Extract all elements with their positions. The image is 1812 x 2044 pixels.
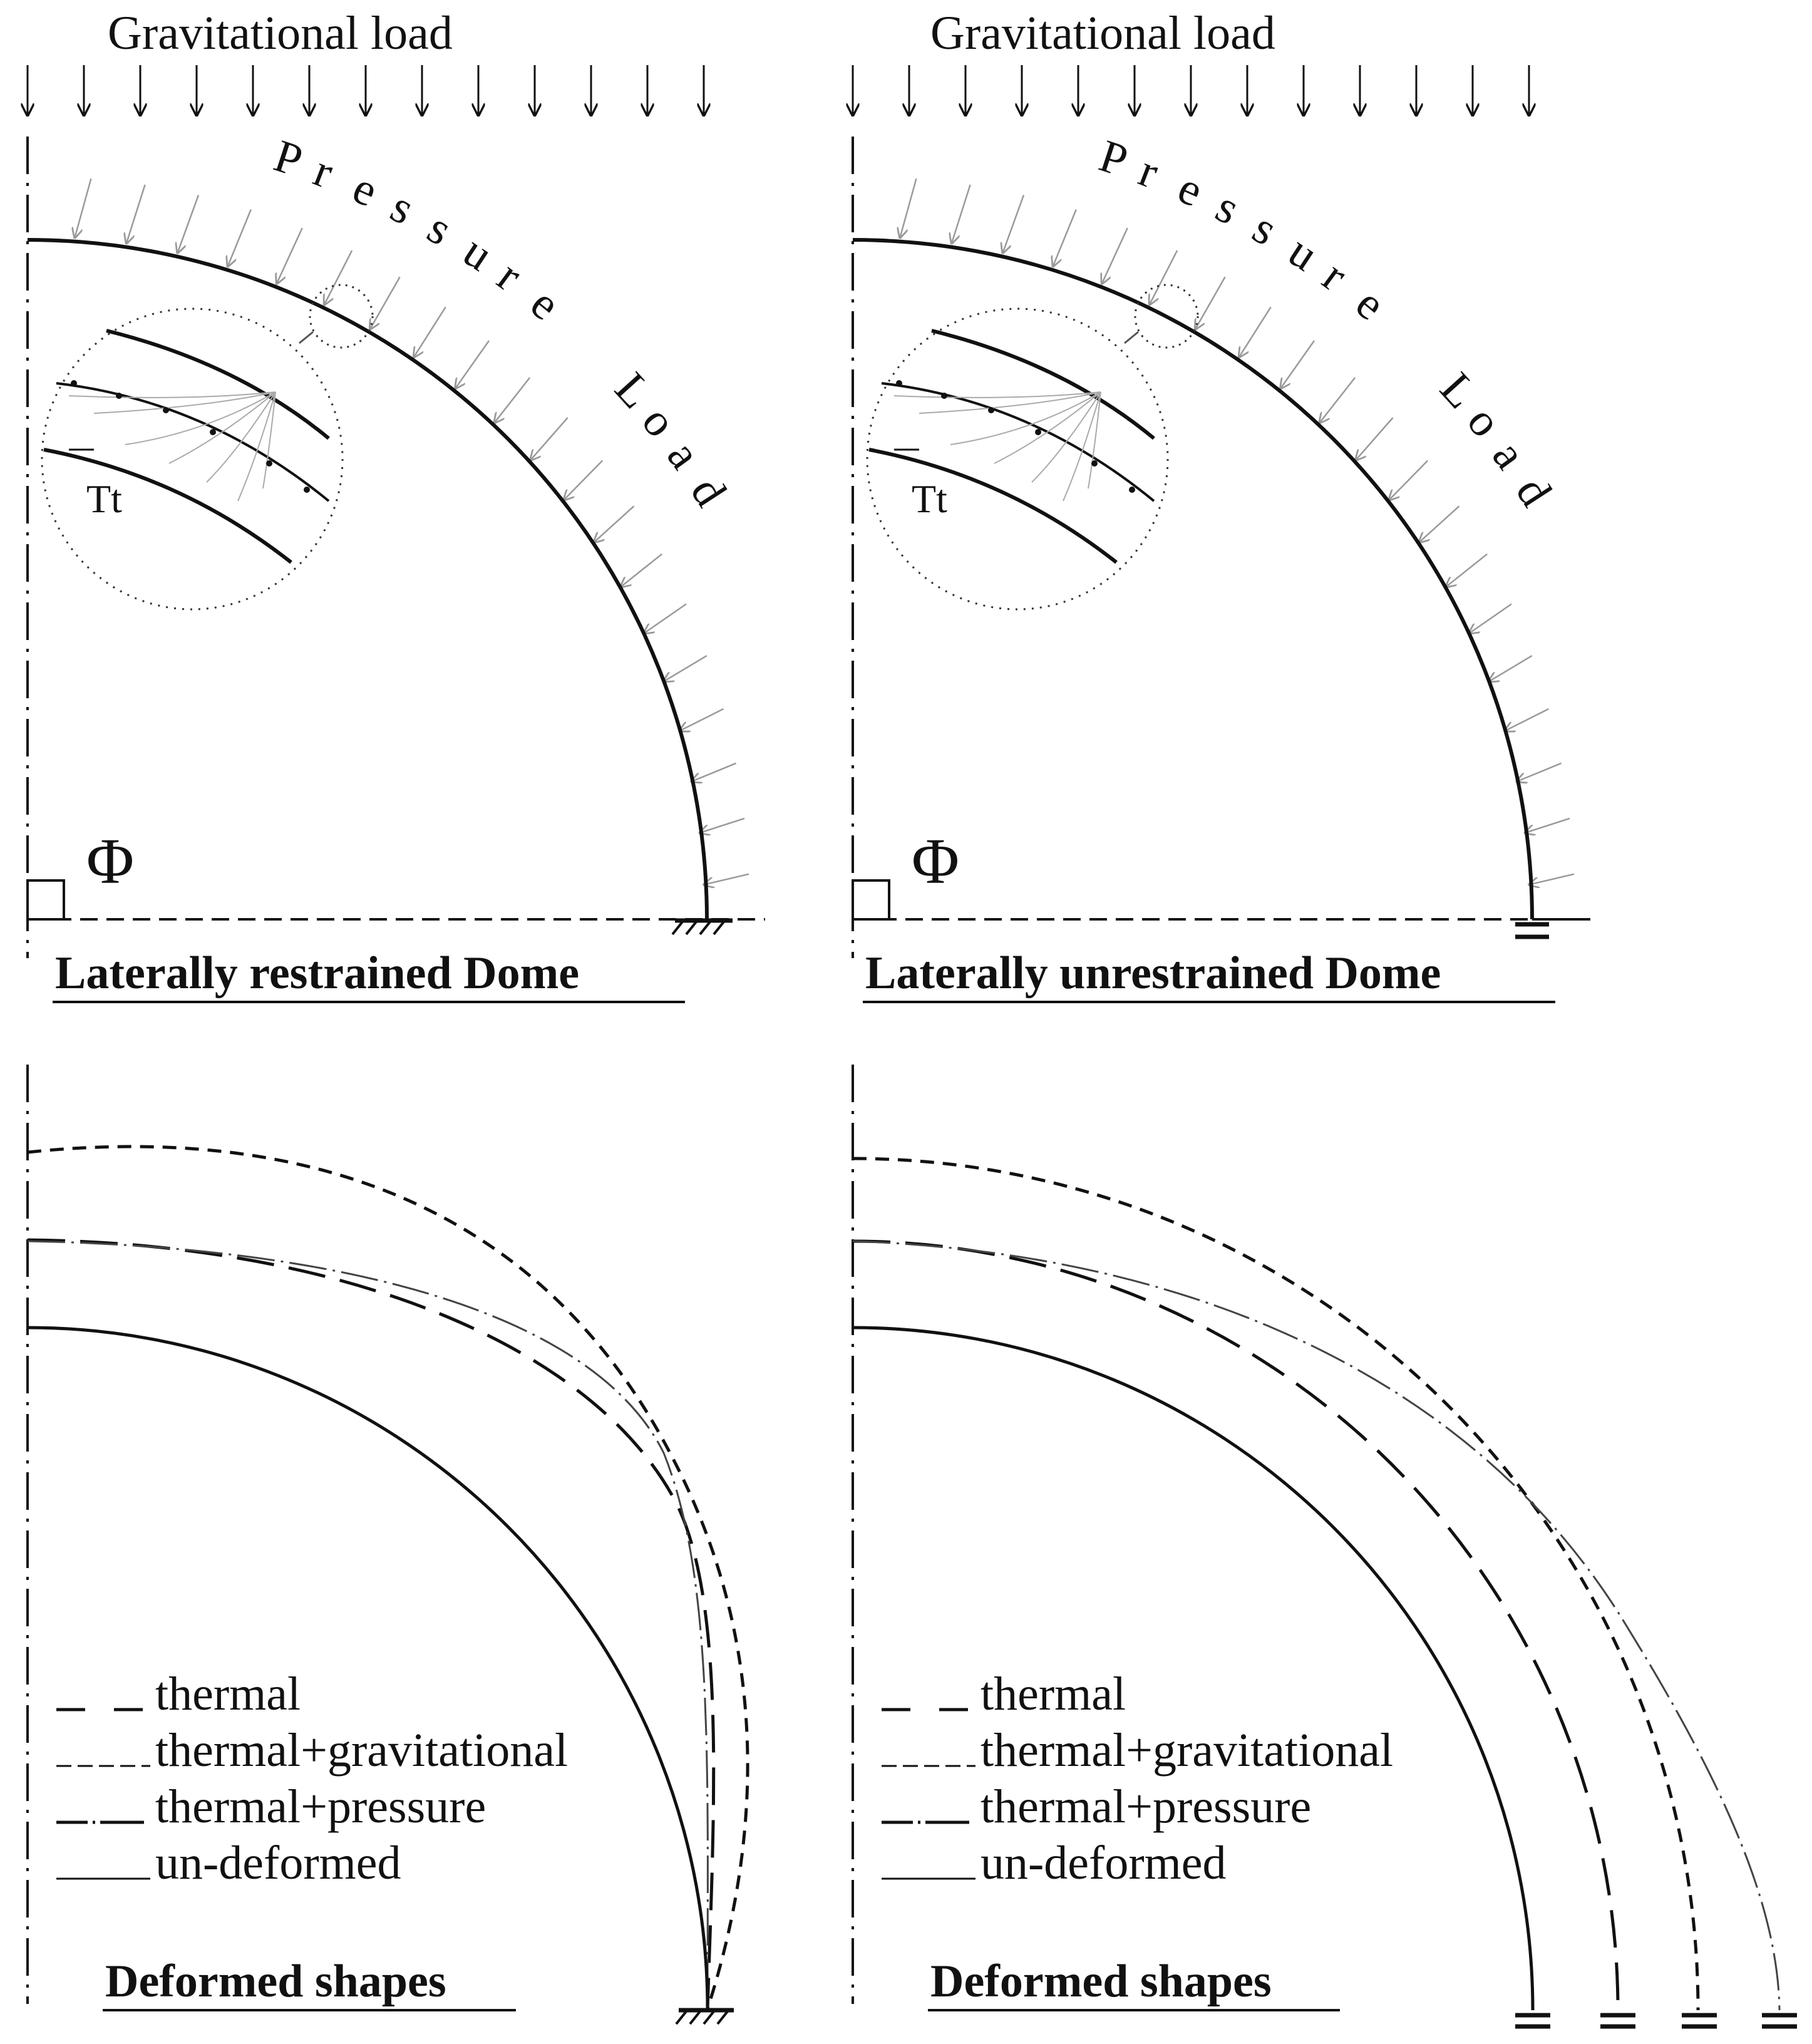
pressure-load-arrows	[900, 178, 1575, 885]
legend-label: thermal+gravitational	[981, 1724, 1393, 1777]
gravitational-load-arrows	[28, 65, 704, 115]
legend-item-thermal: thermal	[56, 1668, 301, 1720]
legend-label: thermal	[981, 1668, 1126, 1720]
pressure-arrow-icon	[679, 708, 724, 731]
pressure-arrow-icon	[75, 178, 92, 237]
pressure-arrow-icon	[664, 655, 708, 681]
legend-item-thermal-pressure: thermal+pressure	[56, 1780, 486, 1833]
pressure-arrow-icon	[414, 306, 446, 357]
thermal-curve	[27, 1238, 716, 2010]
pressure-arrow-icon	[1150, 250, 1178, 304]
panel-heading: Deformed shapes	[930, 1956, 1272, 2007]
legend: thermal thermal+gravitational thermal+pr…	[882, 1668, 1393, 1889]
gravitational-load-label: Gravitational load	[108, 7, 453, 59]
fixed-support-icon	[671, 918, 733, 936]
pressure-arrow-icon	[1320, 377, 1356, 423]
right-angle-mark	[26, 879, 65, 921]
pressure-arrow-icon	[704, 873, 749, 885]
pressure-arrow-icon	[1525, 817, 1570, 833]
pressure-arrow-icon	[1053, 209, 1077, 267]
pressure-arrow-icon	[370, 276, 401, 329]
thermal-gravitational-curve	[27, 1145, 749, 2010]
legend-label: thermal+pressure	[981, 1780, 1311, 1833]
pressure-arrow-icon	[900, 178, 917, 237]
legend-label: un-deformed	[981, 1837, 1227, 1889]
pressure-arrow-icon	[1505, 708, 1549, 731]
pressure-arrow-icon	[228, 209, 252, 267]
dome-arc	[27, 238, 709, 920]
pressure-arrow-icon	[1239, 306, 1272, 357]
thermal-symbol: Tt	[912, 477, 947, 521]
detail-inset: Tt	[866, 284, 1199, 611]
pressure-arrow-icon	[178, 194, 200, 253]
legend-label: thermal	[155, 1668, 301, 1720]
gravitational-load-arrows	[853, 65, 1529, 115]
pressure-arrow-icon	[530, 417, 569, 460]
pressure-arrow-icon	[126, 184, 146, 244]
pressure-arrow-icon	[620, 553, 662, 587]
legend-item-undeformed: un-deformed	[56, 1837, 401, 1889]
pressure-arrow-icon	[1003, 194, 1025, 253]
legend-item-thermal-gravitational: thermal+gravitational	[882, 1724, 1393, 1777]
pressure-load-arrows	[75, 178, 749, 884]
pressure-arrow-icon	[495, 377, 531, 423]
fixed-support-icon	[675, 2008, 734, 2025]
pressure-arrow-icon	[1469, 603, 1512, 634]
right-angle-mark	[852, 879, 890, 921]
thermal-pressure-curve	[852, 1240, 1781, 2011]
legend-item-thermal: thermal	[882, 1668, 1126, 1720]
panel-heading: Laterally unrestrained Dome	[865, 947, 1441, 999]
pressure-arrow-icon	[594, 505, 635, 542]
pressure-arrow-icon	[1389, 460, 1429, 500]
gravitational-load-label: Gravitational load	[930, 7, 1275, 59]
legend-item-thermal-pressure: thermal+pressure	[882, 1780, 1311, 1833]
thermal-symbol: Tt	[86, 477, 122, 521]
legend-label: thermal+pressure	[155, 1780, 486, 1833]
pressure-arrow-icon	[1195, 276, 1226, 329]
legend: thermal thermal+gravitational thermal+pr…	[56, 1668, 568, 1889]
pressure-arrow-icon	[564, 460, 604, 500]
roller-support-icon	[1515, 922, 1549, 939]
angle-symbol: Φ	[86, 825, 134, 897]
undeformed-curve	[852, 1326, 1535, 2011]
pressure-arrow-icon	[1529, 873, 1575, 885]
angle-symbol: Φ	[912, 825, 959, 897]
pressure-arrow-icon	[691, 762, 736, 782]
pressure-arrow-icon	[699, 817, 745, 833]
roller-support-icons	[1515, 2013, 1797, 2029]
pressure-arrow-icon	[455, 340, 490, 388]
legend-item-undeformed: un-deformed	[882, 1837, 1227, 1889]
dome-arc	[852, 238, 1534, 920]
legend-label: un-deformed	[155, 1837, 401, 1889]
restrained-deformed-panel: thermal thermal+gravitational thermal+pr…	[26, 1065, 749, 2025]
panel-heading: Laterally restrained Dome	[55, 947, 579, 999]
pressure-arrow-icon	[1356, 417, 1394, 460]
pressure-arrow-icon	[644, 603, 687, 634]
undeformed-curve	[27, 1326, 709, 2010]
pressure-arrow-icon	[1489, 655, 1533, 681]
pressure-arrow-icon	[324, 250, 353, 304]
thermal-pressure-curve	[27, 1240, 709, 2010]
pressure-arrow-icon	[1280, 340, 1315, 388]
thermal-gravitational-curve	[852, 1157, 1700, 2011]
pressure-arrow-icon	[1102, 227, 1128, 284]
pressure-arrow-icon	[277, 227, 303, 284]
pressure-arrow-icon	[952, 184, 971, 244]
thermal-curve	[852, 1239, 1620, 2011]
detail-inset: Tt	[41, 284, 374, 611]
pressure-arrow-icon	[1446, 553, 1488, 587]
unrestrained-deformed-panel: thermal thermal+gravitational thermal+pr…	[852, 1065, 1797, 2029]
pressure-arrow-icon	[1419, 505, 1460, 542]
panel-heading: Deformed shapes	[105, 1956, 446, 2007]
legend-label: thermal+gravitational	[155, 1724, 568, 1777]
legend-item-thermal-gravitational: thermal+gravitational	[56, 1724, 568, 1777]
pressure-arrow-icon	[1516, 762, 1562, 782]
